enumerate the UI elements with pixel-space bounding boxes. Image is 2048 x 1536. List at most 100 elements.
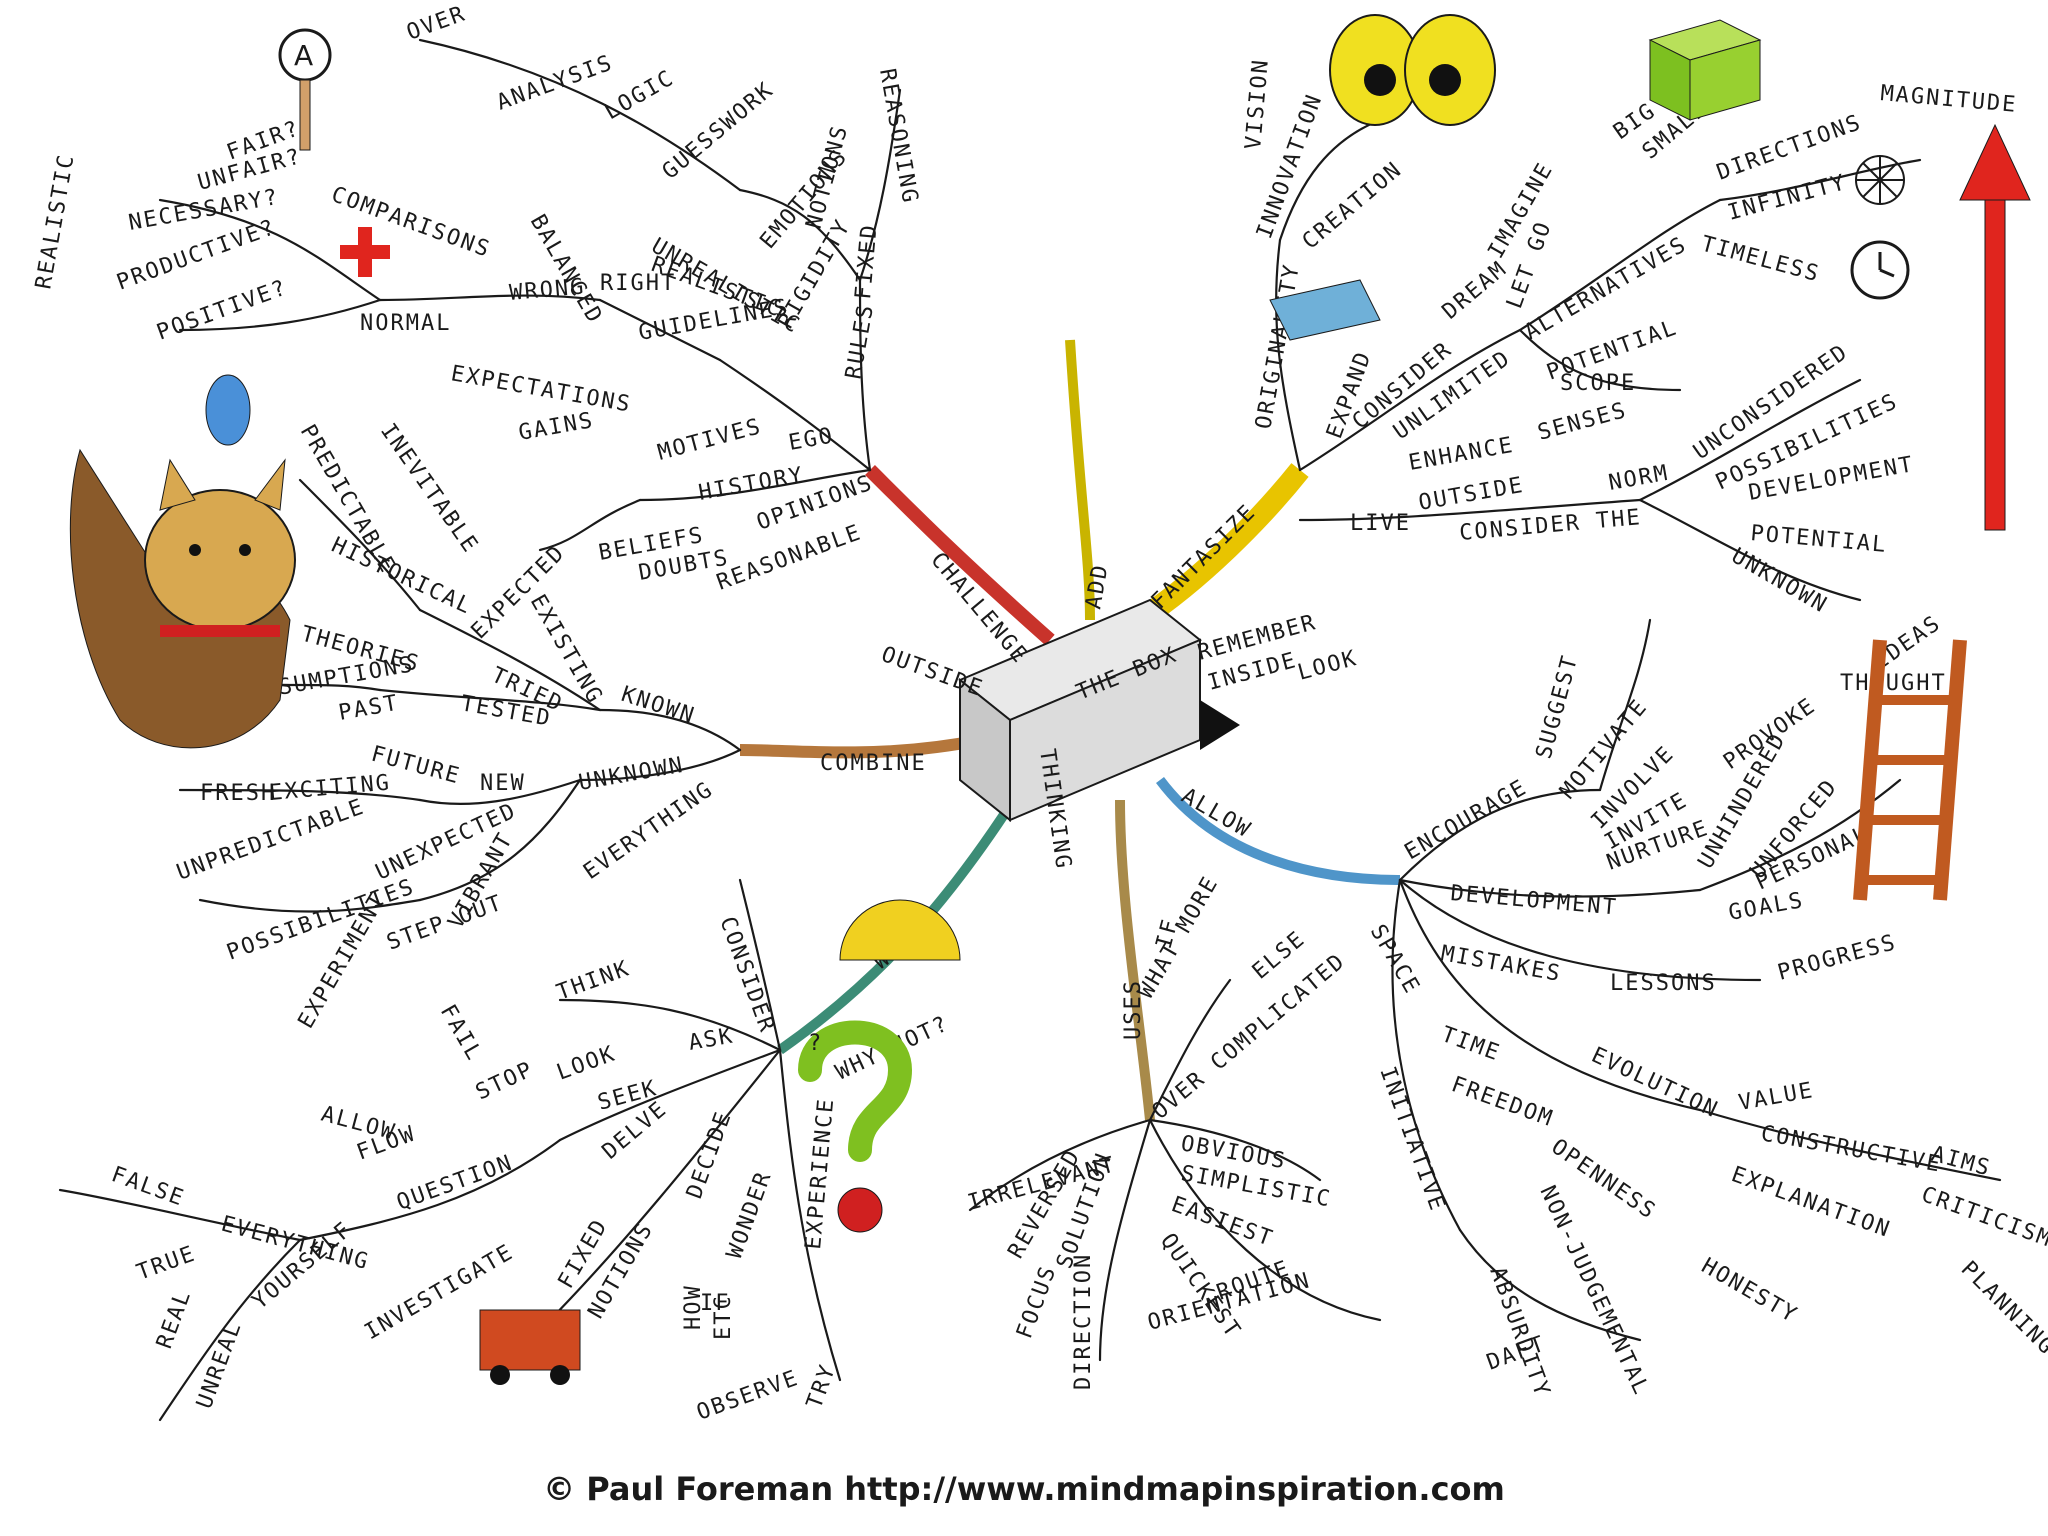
fantasize-branch [1133, 463, 1309, 630]
magnifier-icon: A [278, 28, 332, 151]
label-challenge-22: RIGHT [600, 271, 676, 296]
label-thinking-24: ETC [711, 1294, 736, 1340]
center-look: LOOK [1295, 646, 1360, 686]
label-allow-0: ENCOURAGE [1401, 775, 1532, 865]
sun-icon [839, 899, 961, 961]
label-uses: USES [1121, 979, 1146, 1040]
label-challenge-3: REASONING [874, 67, 922, 206]
label-thinking-28: OBSERVE [694, 1366, 803, 1426]
label-unknown-7: UNPREDICTABLE [174, 794, 369, 885]
arrow-up-icon [1959, 123, 2031, 531]
label-fantasize-29: UNKNOWN [1727, 544, 1832, 619]
label-allow-31: ABSURDITY [1484, 1264, 1554, 1401]
label-thinking-4: ASK [687, 1023, 736, 1056]
label-thinking-5: LOOK [554, 1041, 620, 1085]
cart-icon [479, 1309, 581, 1385]
label-fantasize-16: MAGNITUDE [1879, 81, 2018, 118]
svg-text:A: A [294, 39, 313, 72]
label-unknown-8: POSSIBILITIES [224, 874, 419, 965]
label-thinking-27: TRY [802, 1361, 841, 1413]
label-challenge-32: REALISTIC [31, 152, 79, 291]
question-mark-icon: ? [798, 1020, 913, 1233]
cat-icon [69, 448, 296, 749]
svg-text:?: ? [808, 1031, 823, 1056]
label-fantasize-14: SCOPE [1560, 371, 1636, 396]
icons: A ? [69, 14, 2031, 1385]
label-thinking-21: DECIDE [682, 1108, 737, 1203]
label-fantasize: FANTASIZE [1147, 500, 1262, 615]
label-uses-14: DIRECTION [1071, 1253, 1096, 1390]
label-thinking-23: HOW [681, 1284, 706, 1330]
label-allow-1: SUGGEST [1532, 652, 1584, 762]
label-allow-23: PLANNING [1956, 1257, 2048, 1361]
label-fantasize-28: POTENTIAL [1749, 521, 1888, 558]
label-thinking-10: QUESTION [394, 1150, 517, 1215]
central-box: THE BOX INSIDE LOOK REMEMBER OUTSIDE [878, 598, 1360, 823]
label-allow-16: PROGRESS [1775, 930, 1899, 986]
label-fantasize-1: VISION [1241, 57, 1274, 150]
compass-icon [1855, 155, 1905, 205]
center-outside: OUTSIDE [878, 642, 987, 702]
label-allow-9: THOUGHT [1840, 671, 1947, 696]
label-thinking-7: STOP [472, 1057, 538, 1105]
label-unknown-2: NEW [480, 771, 526, 796]
label-challenge-24: BALANCED [525, 211, 608, 329]
label-challenge-25: NORMAL [360, 311, 451, 336]
label-uses-13: FOCUS [1012, 1262, 1062, 1342]
label-thinking-17: UNREAL [192, 1318, 247, 1413]
label-unknown: UNKNOWN [577, 753, 686, 796]
label-thinking-16: REAL [152, 1286, 196, 1352]
label-challenge-18: REASONABLE [714, 520, 866, 596]
label-allow-25: TIME [1438, 1022, 1504, 1066]
label-challenge-9: OVER [404, 1, 470, 45]
label-known-2: INEVITABLE [375, 419, 483, 558]
label-unknown-12: FAIL [435, 1001, 487, 1066]
label-challenge-31: POSITIVE? [154, 275, 291, 345]
label-challenge-8: ANALYSIS [494, 50, 617, 115]
label-challenge-21: GUIDELINES [637, 295, 791, 346]
label-challenge-1: FIXED [851, 222, 883, 300]
label-challenge-12: EXPECTATIONS [449, 361, 634, 417]
label-fantasize-21: SENSES [1535, 398, 1630, 446]
label-unknown-1: EVERYTHING [579, 777, 718, 885]
label-fantasize-7: DREAM [1438, 256, 1512, 324]
label-fantasize-20: ENHANCE [1407, 433, 1516, 476]
label-allow-28: HONESTY [1697, 1254, 1802, 1329]
label-uses-3: OVER COMPLICATED [1148, 949, 1351, 1125]
label-thinking-22: WONDER [722, 1168, 777, 1263]
label-fantasize-19: LIVE [1350, 511, 1411, 536]
label-thinking-15: TRUE [134, 1241, 200, 1285]
label-fantasize-18: TIMELESS [1698, 232, 1822, 288]
label-thinking-2: CONSIDER [714, 914, 779, 1037]
label-thinking-14: FALSE [108, 1162, 188, 1212]
uses-branch [1115, 799, 1155, 1121]
label-thinking-25: IF [700, 1291, 731, 1316]
label-allow-15: LESSONS [1610, 971, 1717, 996]
label-challenge-11: MOTIVES [655, 414, 765, 466]
label-allow-18: VALUE [1737, 1078, 1816, 1116]
label-challenge-13: GAINS [517, 408, 596, 446]
clock-icon [1850, 240, 1910, 300]
label-thinking-3: THINK [554, 956, 634, 1006]
challenge-branch [865, 465, 1055, 646]
label-allow-26: FREEDOM [1448, 1072, 1557, 1132]
label-fantasize-0: ORIGINALITY [1251, 262, 1305, 431]
combine-branch [739, 734, 982, 759]
label-challenge-6: GUESSWORK [658, 77, 779, 184]
label-allow-29: INITIATIVE [1374, 1064, 1450, 1216]
red-cross-icon [340, 227, 390, 277]
cube-icon [1648, 19, 1762, 121]
label-challenge-0: RULES [841, 302, 879, 381]
label-challenge-10: EGO [787, 423, 836, 456]
label-allow-20: EXPLANATION [1728, 1162, 1894, 1243]
allow-branch [1156, 776, 1401, 885]
label-thinking-26: EXPERIENCE [801, 1096, 839, 1250]
label-allow-6: DEVELOPMENT [1449, 881, 1618, 921]
label-allow-13: GOALS [1727, 888, 1806, 926]
label-known: KNOWN [618, 682, 698, 729]
label-unknown-5: FRESH [200, 781, 276, 806]
book-icon [1269, 279, 1381, 341]
label-uses-1: WHAT MORE [1134, 872, 1224, 1003]
add-branch [1065, 339, 1095, 621]
